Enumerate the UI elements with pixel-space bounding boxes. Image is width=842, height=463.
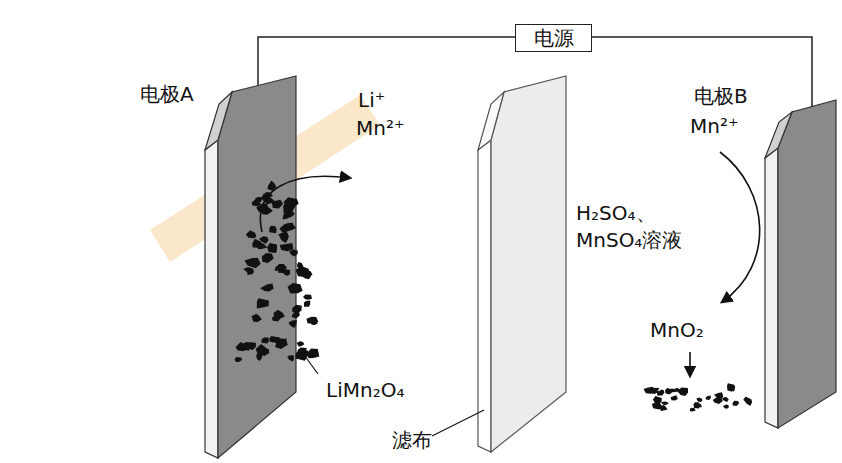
particle (297, 341, 305, 347)
particle (690, 408, 696, 412)
particle (261, 337, 269, 343)
electrode-a-plate (218, 76, 296, 458)
particle (659, 390, 665, 396)
ion-label: Mn²⁺ (356, 116, 405, 140)
particle (280, 243, 294, 251)
particle (262, 253, 274, 263)
particle (292, 312, 300, 318)
particle (303, 294, 312, 299)
particle (256, 354, 262, 361)
particle (722, 397, 729, 402)
particle (297, 262, 303, 269)
particle (258, 242, 268, 249)
material-label: LiMn₂O₄ (326, 378, 404, 402)
particle (272, 314, 280, 322)
particle (660, 405, 668, 411)
particle (743, 396, 752, 406)
particle (280, 226, 288, 234)
particle (668, 389, 675, 394)
particle (713, 397, 723, 404)
particle (296, 350, 309, 361)
particle (284, 205, 293, 214)
particle (256, 344, 270, 355)
particle (245, 258, 261, 269)
particle (287, 355, 294, 361)
solution-label: H₂SO₄、 MnSO₄溶液 (576, 200, 726, 254)
filter-cloth-edge (478, 140, 491, 452)
limn2o4-particles (235, 181, 320, 363)
particle (306, 348, 319, 358)
particle (243, 267, 252, 273)
particle (723, 405, 729, 409)
filter-cloth (491, 76, 566, 452)
particle (252, 199, 262, 206)
oxidation-arrow (720, 152, 760, 302)
particle (269, 226, 277, 234)
electrode-edge (205, 140, 218, 458)
product-label: MnO₂ (650, 318, 704, 342)
wire (592, 37, 812, 112)
particle (727, 383, 735, 392)
particle (252, 314, 262, 322)
particle (695, 403, 702, 408)
filter-cloth-edge (478, 92, 504, 150)
particle (246, 230, 256, 238)
particle (302, 273, 311, 280)
ion-label: Li⁺ (358, 88, 385, 112)
particle (289, 320, 297, 328)
electrode-b-plate (778, 100, 836, 428)
particle (242, 342, 252, 351)
electrode-edge (765, 148, 778, 428)
particle (677, 388, 688, 397)
electrode-edge (765, 112, 792, 158)
particle (235, 357, 243, 362)
particle (306, 317, 318, 324)
mno2-particles (644, 383, 753, 411)
electrode-edge (205, 92, 232, 150)
particle (288, 283, 303, 293)
particle (278, 232, 289, 240)
particle (733, 401, 740, 406)
leader-line (302, 352, 318, 374)
ion-release-arrow (260, 176, 350, 232)
node-text: 电源 (534, 26, 574, 50)
particle (260, 283, 273, 291)
particle (267, 243, 277, 253)
leader-line (432, 410, 484, 436)
particle (706, 396, 711, 401)
particle (270, 336, 278, 342)
part-name: 滤布 (392, 428, 432, 452)
particle (275, 338, 288, 349)
particle (257, 298, 269, 308)
particle (661, 402, 669, 406)
deposit-arrow (689, 352, 691, 376)
particle (275, 264, 287, 271)
power-source-box: 电源 (515, 24, 592, 52)
particle (304, 301, 310, 307)
ion-label: Mn²⁺ (690, 114, 739, 138)
particle (696, 398, 702, 403)
particle (289, 249, 298, 256)
electrode-label: 电极B (694, 84, 748, 108)
particle (671, 395, 678, 400)
electrode-label: 电极A (140, 82, 194, 106)
particle (283, 213, 292, 220)
